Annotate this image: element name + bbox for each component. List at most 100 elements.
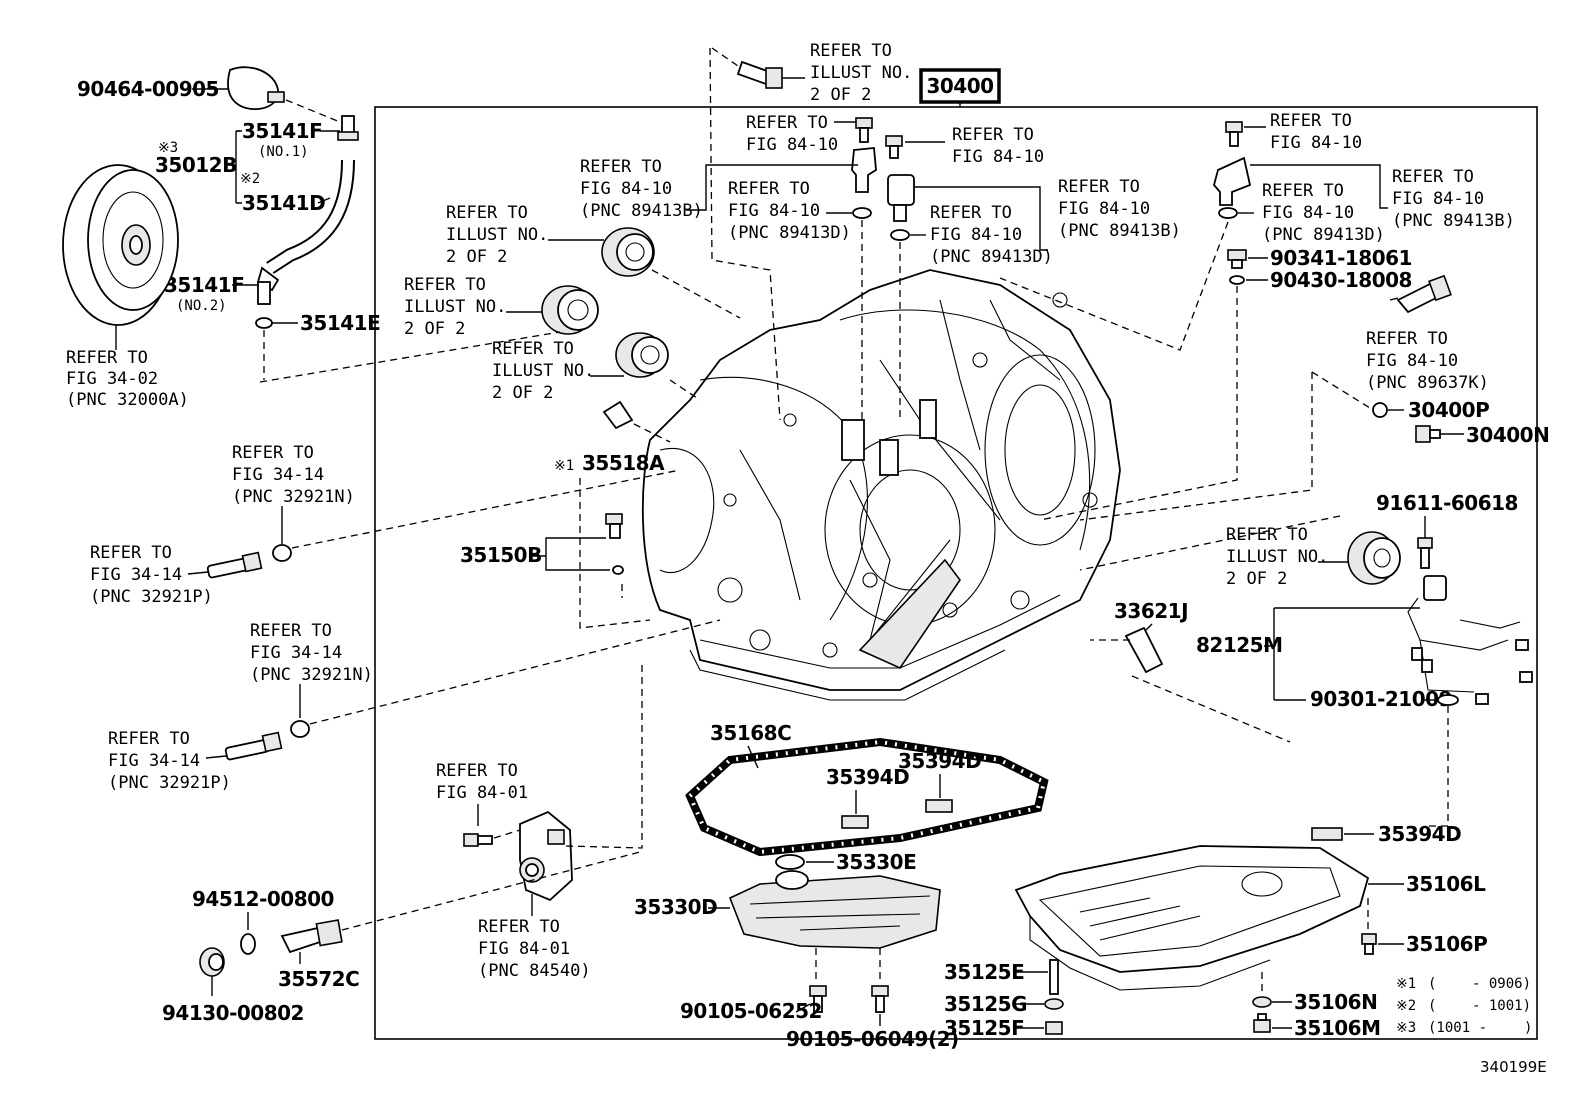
ref-illust-top[interactable]: REFER TO ILLUST NO. 2 OF 2 [810,41,912,105]
breather-plug-35141F-no2[interactable] [256,266,280,305]
plug-35125F[interactable] [1045,1021,1063,1035]
ref-84-10-h[interactable]: REFER TO FIG 84-10 (PNC 89413D) [1262,181,1385,245]
ref-84-01-a[interactable]: REFER TO FIG 84-01 [436,761,528,803]
pressure-switch-89637K[interactable] [1396,274,1452,314]
o-ring-35141E[interactable] [255,317,273,329]
assembly-number-box[interactable]: 30400 [919,68,1001,107]
stud-35125E[interactable] [1049,959,1059,995]
speed-sensor-b[interactable] [887,174,915,222]
breather-plug-35141F-no1[interactable] [337,115,359,141]
part-30400P[interactable]: 30400P [1408,398,1490,422]
magnet-35394D-a[interactable] [841,815,869,829]
washer-94512[interactable] [240,933,256,955]
part-90341-18061[interactable]: 90341-18061 [1270,246,1412,270]
bolt-35106P[interactable] [1361,933,1377,955]
o-ring-35330E[interactable] [775,854,805,870]
gasket-35125G[interactable] [1044,998,1064,1010]
part-35394D-c[interactable]: 35394D [1378,822,1462,846]
ref-illust-c[interactable]: REFER TO ILLUST NO. 2 OF 2 [492,339,594,403]
ref-illust-b[interactable]: REFER TO ILLUST NO. 2 OF 2 [404,275,506,339]
ref-84-10-i[interactable]: REFER TO FIG 84-10 (PNC 89413B) [1392,167,1515,231]
part-94130-00802[interactable]: 94130-00802 [162,1001,304,1025]
part-35394D-b[interactable]: 35394D [898,749,982,773]
part-35141F-no2[interactable]: 35141F [164,273,245,297]
ref-34-02[interactable]: REFER TO FIG 34-02 (PNC 32000A) [66,348,189,410]
part-35150B[interactable]: 35150B [460,543,542,567]
wire-harness-82125M[interactable] [1407,575,1533,705]
part-35125E[interactable]: 35125E [944,960,1025,984]
ref-84-10-b[interactable]: REFER TO FIG 84-10 [952,125,1044,167]
ref-84-10-d[interactable]: REFER TO FIG 84-10 (PNC 89413D) [728,179,851,243]
part-35106N[interactable]: 35106N [1294,990,1378,1014]
union-32921P-a[interactable] [206,551,263,579]
part-35141E[interactable]: 35141E [300,311,381,335]
plug-30400P[interactable] [1372,402,1388,418]
part-30400N[interactable]: 30400N [1466,423,1550,447]
lever-35572C[interactable] [280,919,343,954]
oil-strainer-35330D[interactable] [728,870,941,949]
bolt-sensor-b[interactable] [885,135,903,159]
drain-plug-35106M[interactable] [1253,1013,1271,1033]
plug-35150B[interactable] [605,513,623,539]
ref-34-14-a[interactable]: REFER TO FIG 34-14 (PNC 32921N) [232,443,355,507]
oil-seal-a[interactable] [601,227,655,277]
ref-84-01-b[interactable]: REFER TO FIG 84-01 (PNC 84540) [478,917,591,981]
o-ring-32921N-b[interactable] [290,720,310,738]
torque-converter[interactable] [62,164,179,326]
magnet-35394D-c[interactable] [1311,827,1343,841]
neutral-start-switch-84540[interactable] [519,810,573,902]
part-35141D[interactable]: 35141D [242,191,326,215]
label-35518A-shape[interactable] [602,400,634,430]
part-35518A[interactable]: 35518A [582,451,666,475]
bolt-91611[interactable] [1417,537,1433,569]
ref-84-10-c[interactable]: REFER TO FIG 84-10 (PNC 89413B) [580,157,703,221]
o-ring-sensor-a[interactable] [852,207,872,219]
ref-84-10-e[interactable]: REFER TO FIG 84-10 (PNC 89413D) [930,203,1053,267]
ref-34-14-d[interactable]: REFER TO FIG 34-14 (PNC 32921P) [108,729,231,793]
part-35330E[interactable]: 35330E [836,850,917,874]
part-35106L[interactable]: 35106L [1406,872,1487,896]
part-35106M[interactable]: 35106M [1294,1016,1381,1040]
speed-sensor-c[interactable] [1213,156,1252,206]
plug-90341[interactable] [1227,249,1247,269]
ref-84-10-f[interactable]: REFER TO FIG 84-10 (PNC 89413B) [1058,177,1181,241]
ref-34-14-c[interactable]: REFER TO FIG 34-14 (PNC 32921N) [250,621,373,685]
ref-34-14-b[interactable]: REFER TO FIG 34-14 (PNC 32921P) [90,543,213,607]
gasket-90430[interactable] [1229,275,1245,285]
part-90105-06252[interactable]: 90105-06252 [680,999,822,1023]
part-35168C[interactable]: 35168C [710,721,792,745]
breather-hose-35141D[interactable] [266,159,355,274]
bolt-90105-06049[interactable] [871,985,889,1013]
gasket-35106N[interactable] [1252,996,1272,1008]
part-35012B[interactable]: 35012B [155,153,237,177]
part-94512-00800[interactable]: 94512-00800 [192,887,334,911]
bolt-sensor-c[interactable] [1225,121,1243,147]
part-91611-60618[interactable]: 91611-60618 [1376,491,1518,515]
o-ring-sensor-c[interactable] [1218,207,1238,219]
magnet-35394D-b[interactable] [925,799,953,813]
bearing-c[interactable] [615,332,669,378]
o-ring-32921N-a[interactable] [272,544,292,562]
o-ring-90301[interactable] [1437,694,1459,706]
bolt-top-center[interactable] [736,60,783,89]
part-35330D[interactable]: 35330D [634,895,718,919]
part-35572C[interactable]: 35572C [278,967,360,991]
plug-30400N[interactable] [1415,425,1441,443]
o-ring-sensor-b[interactable] [890,229,910,241]
speed-sensor-a[interactable] [851,147,877,193]
ref-84-10-a[interactable]: REFER TO FIG 84-10 [746,113,838,155]
pan-gasket-35168C[interactable] [685,737,1049,857]
ref-84-10-g[interactable]: REFER TO FIG 84-10 [1270,111,1362,153]
union-32921P-b[interactable] [224,731,283,761]
part-90301-21009[interactable]: 90301-21009 [1310,687,1452,711]
part-35394D-a[interactable]: 35394D [826,765,910,789]
part-33621J[interactable]: 33621J [1114,599,1189,623]
part-35125G[interactable]: 35125G [944,992,1028,1016]
label-33621J-shape[interactable] [1124,626,1164,674]
part-90430-18008[interactable]: 90430-18008 [1270,268,1412,292]
ref-illust-d[interactable]: REFER TO ILLUST NO. 2 OF 2 [1226,525,1328,589]
part-90105-06049[interactable]: 90105-06049(2) [786,1027,959,1051]
ref-illust-a[interactable]: REFER TO ILLUST NO. 2 OF 2 [446,203,548,267]
part-82125M[interactable]: 82125M [1196,633,1283,657]
oil-pan-35106L[interactable] [1014,845,1370,991]
